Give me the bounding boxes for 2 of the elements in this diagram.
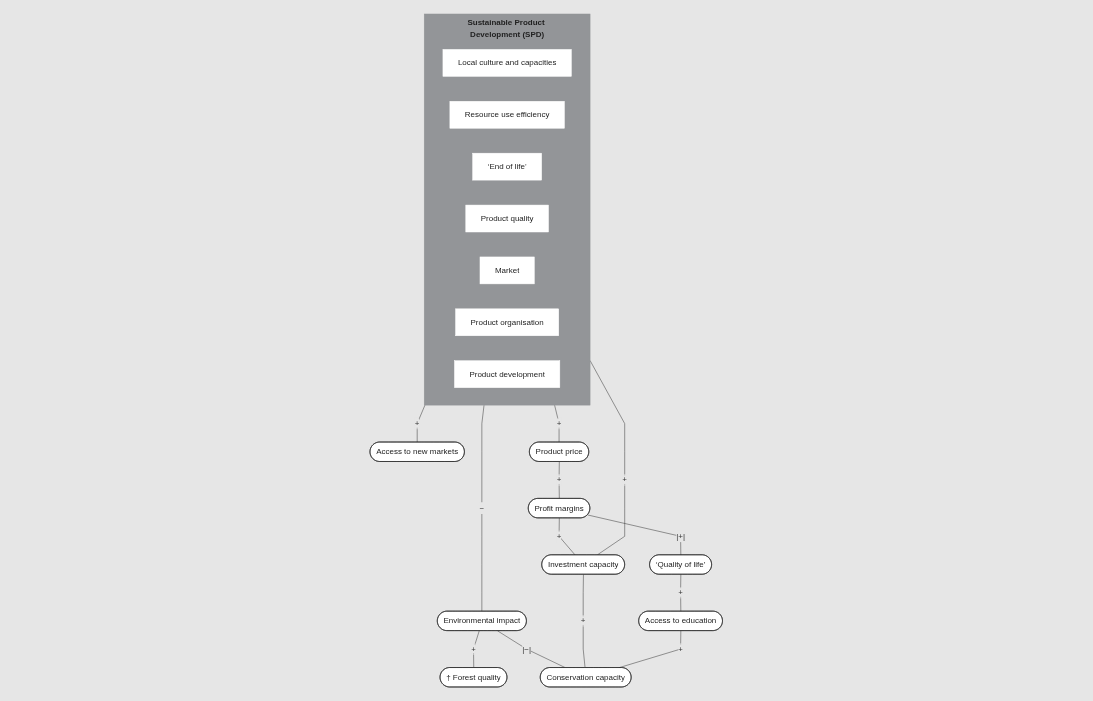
connector	[481, 404, 485, 612]
connector	[587, 514, 682, 556]
